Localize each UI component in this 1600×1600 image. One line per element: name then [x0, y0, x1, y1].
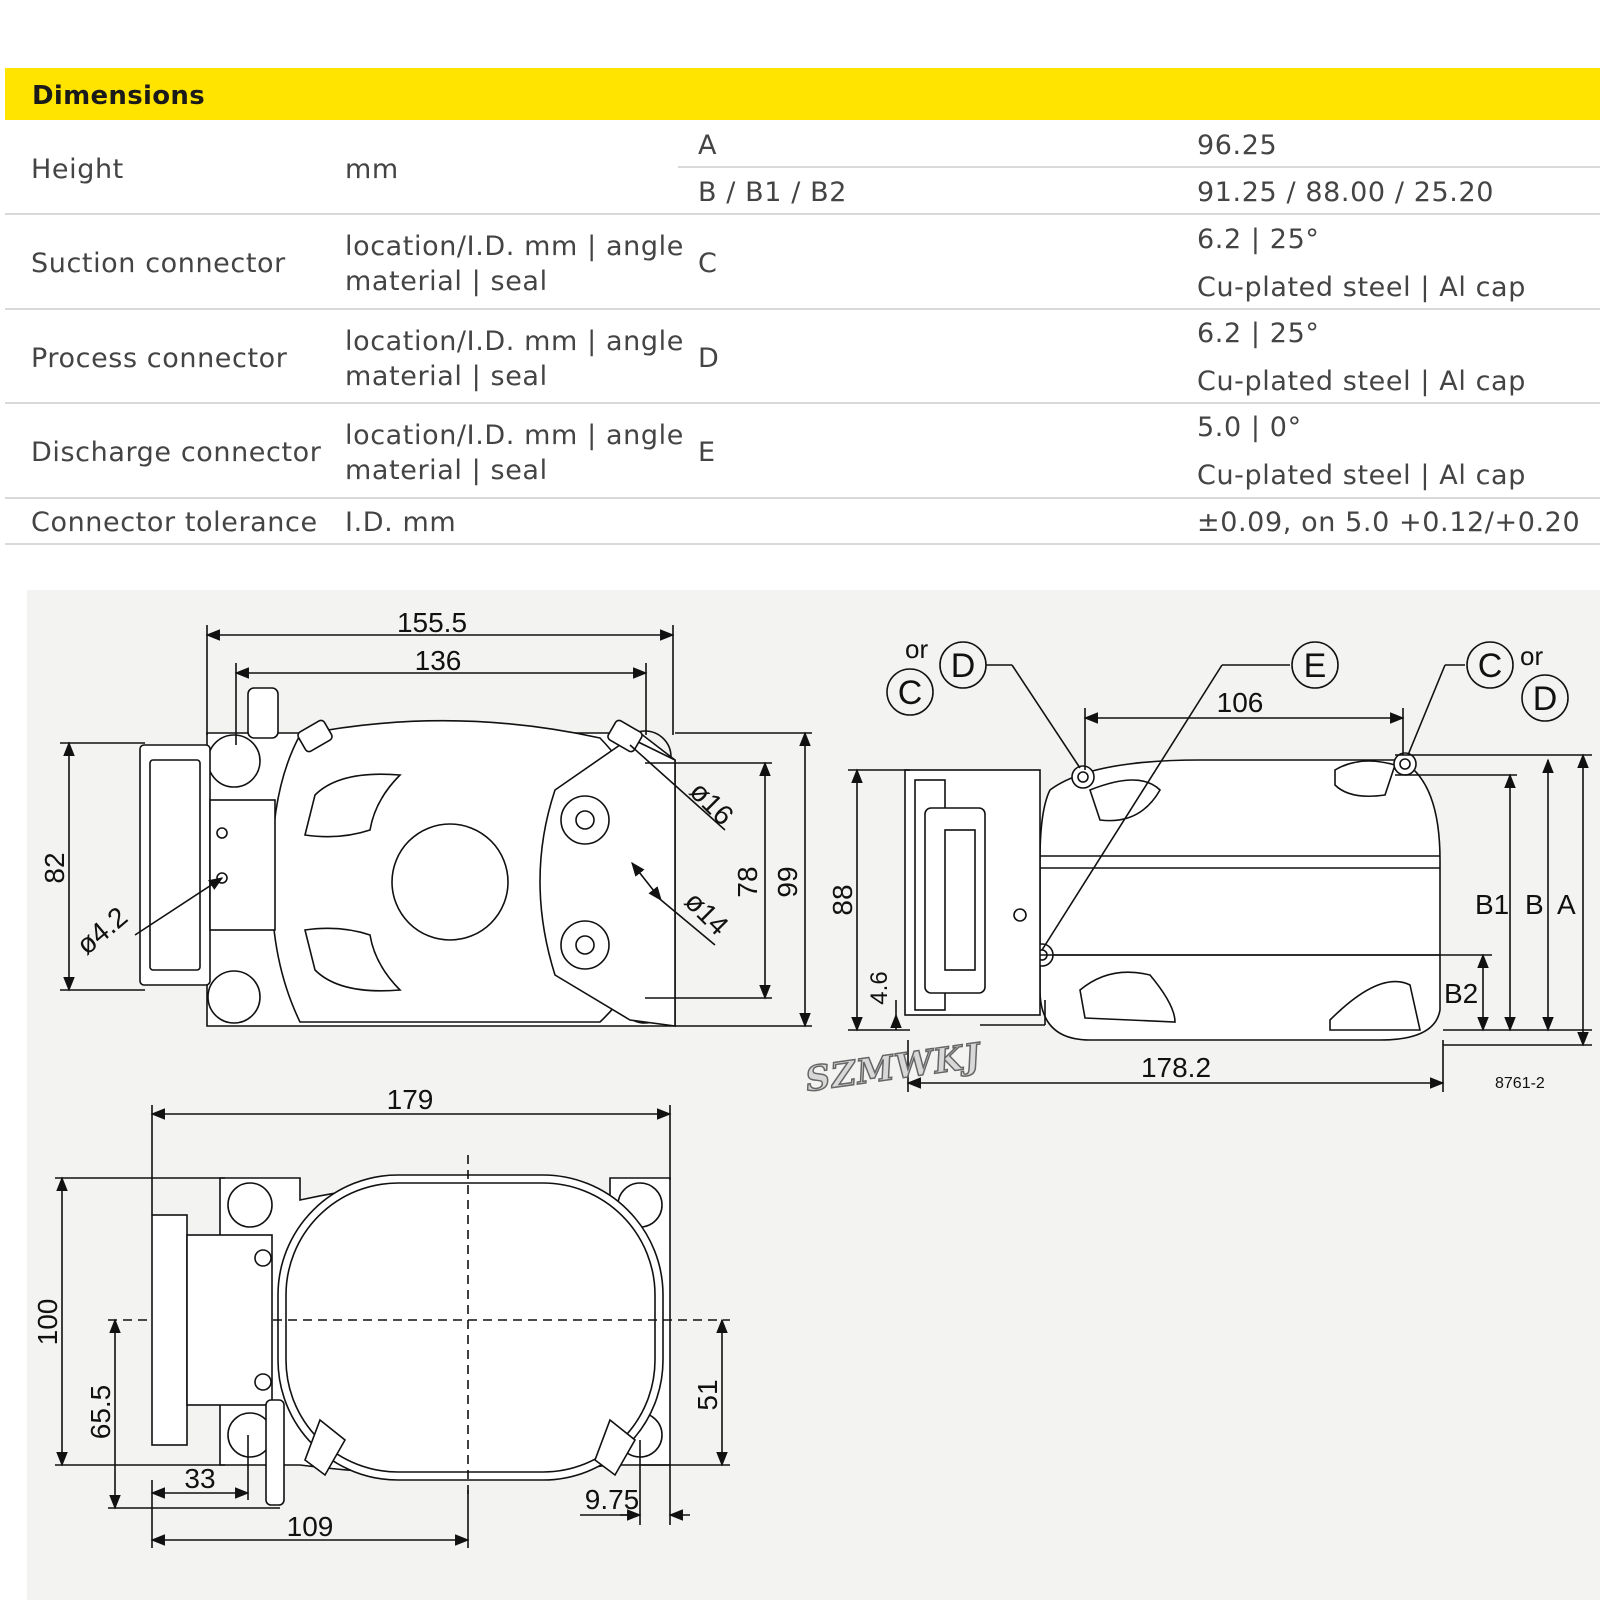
- value-tolerance: ±0.09, on 5.0 +0.12/+0.20: [1197, 507, 1581, 538]
- dim-82: 82: [39, 852, 70, 883]
- dimensions-table: Height mm A 96.25 B / B1 / B2 91.25 / 88…: [0, 0, 1600, 560]
- code-a: A: [698, 130, 718, 161]
- dim-179: 179: [387, 1084, 434, 1115]
- value-e-2: Cu-plated steel | Al cap: [1197, 460, 1526, 491]
- row-unit-height: mm: [345, 154, 399, 185]
- row-unit-tolerance: I.D. mm: [345, 507, 457, 538]
- dim-14: ø14: [679, 885, 735, 941]
- dim-100: 100: [32, 1299, 63, 1346]
- label-b2: B2: [1444, 978, 1478, 1009]
- front-view: [139, 687, 676, 1027]
- row-unit-suction-1: location/I.D. mm | angle: [345, 231, 684, 262]
- value-c-1: 6.2 | 25°: [1197, 224, 1320, 255]
- code-b: B / B1 / B2: [698, 177, 848, 208]
- or-label-1: or: [905, 634, 928, 664]
- side-view: [904, 752, 1441, 1041]
- dim-9-75: 9.75: [585, 1484, 640, 1515]
- divider: [5, 543, 1600, 545]
- dim-4-6: 4.6: [866, 971, 893, 1004]
- top-view: [108, 1155, 730, 1506]
- code-e: E: [698, 437, 716, 468]
- divider: [5, 308, 1600, 310]
- dim-65-5: 65.5: [85, 1385, 116, 1440]
- divider: [5, 402, 1600, 404]
- dim-33: 33: [184, 1463, 215, 1494]
- label-d-1: D: [951, 647, 976, 685]
- dim-136: 136: [415, 645, 462, 676]
- value-b: 91.25 / 88.00 / 25.20: [1197, 177, 1495, 208]
- row-label-tolerance: Connector tolerance: [31, 507, 318, 538]
- dim-99: 99: [772, 866, 803, 897]
- label-a: A: [1557, 889, 1576, 920]
- dim-178-2: 178.2: [1141, 1052, 1211, 1083]
- value-e-1: 5.0 | 0°: [1197, 412, 1302, 443]
- label-e: E: [1304, 647, 1327, 685]
- section-header: Dimensions: [5, 68, 1600, 120]
- dim-106: 106: [1217, 687, 1264, 718]
- value-a: 96.25: [1197, 130, 1278, 161]
- value-d-2: Cu-plated steel | Al cap: [1197, 366, 1526, 397]
- drawing-ref: 8761-2: [1495, 1075, 1545, 1092]
- dim-4-2: ø4.2: [70, 901, 133, 961]
- or-label-2: or: [1520, 641, 1543, 671]
- dim-88: 88: [827, 884, 858, 915]
- value-c-2: Cu-plated steel | Al cap: [1197, 272, 1526, 303]
- dim-16: ø16: [684, 775, 740, 831]
- divider: [5, 497, 1600, 499]
- dim-51: 51: [692, 1379, 723, 1410]
- code-c: C: [698, 248, 718, 279]
- label-c-1: C: [898, 674, 923, 712]
- dim-109: 109: [287, 1511, 334, 1542]
- row-label-suction: Suction connector: [31, 248, 286, 279]
- section-title: Dimensions: [32, 81, 205, 111]
- divider: [5, 213, 1600, 215]
- row-label-process: Process connector: [31, 343, 288, 374]
- dim-78: 78: [732, 866, 763, 897]
- label-b: B: [1525, 889, 1544, 920]
- value-d-1: 6.2 | 25°: [1197, 318, 1320, 349]
- dim-155-5: 155.5: [397, 607, 467, 638]
- label-c-2: C: [1478, 647, 1503, 685]
- row-unit-discharge-2: material | seal: [345, 455, 548, 486]
- row-unit-suction-2: material | seal: [345, 266, 548, 297]
- label-d-2: D: [1533, 680, 1558, 718]
- row-label-discharge: Discharge connector: [31, 437, 322, 468]
- row-label-height: Height: [31, 154, 124, 185]
- label-b1: B1: [1475, 889, 1509, 920]
- code-d: D: [698, 343, 720, 374]
- row-unit-process-1: location/I.D. mm | angle: [345, 326, 684, 357]
- row-unit-process-2: material | seal: [345, 361, 548, 392]
- divider: [678, 166, 1600, 168]
- row-unit-discharge-1: location/I.D. mm | angle: [345, 420, 684, 451]
